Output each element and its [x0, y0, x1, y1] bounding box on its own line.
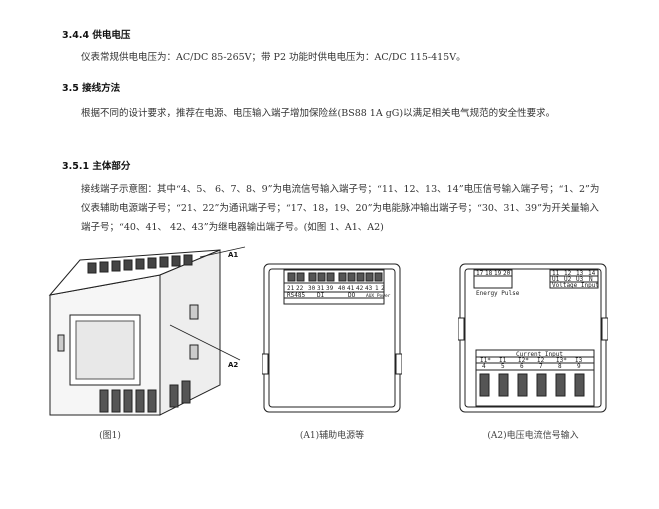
- meter-top-terminals: [88, 255, 192, 273]
- svg-text:8: 8: [558, 363, 562, 370]
- svg-text:2: 2: [381, 285, 385, 292]
- svg-text:1: 1: [375, 285, 379, 292]
- meter-bottom-terminals: [100, 381, 190, 412]
- a2-energy-block: [474, 270, 512, 288]
- svg-text:22: 22: [296, 285, 304, 292]
- section-text-3-5-1: 接线端子示意图：其中“4、5、 6、7、8、9”为电流信号输入端子号；“11、1…: [62, 180, 602, 237]
- callout-a1: A1: [228, 251, 238, 259]
- callout-a2: A2: [228, 361, 238, 369]
- svg-text:12: 12: [564, 270, 572, 277]
- figure-a2-caption: (A2)电压电流信号输入: [487, 431, 579, 441]
- section-heading-3-5-1: 3.5.1 主体部分: [62, 161, 131, 172]
- svg-text:20: 20: [503, 270, 511, 277]
- svg-text:17: 17: [476, 270, 484, 277]
- meter-side-face: [160, 250, 220, 415]
- svg-text:U1: U1: [552, 276, 560, 283]
- svg-text:41: 41: [347, 285, 355, 292]
- svg-text:9: 9: [577, 363, 581, 370]
- svg-text:30: 30: [308, 285, 316, 292]
- svg-text:6: 6: [520, 363, 524, 370]
- svg-text:AUX Power: AUX Power: [366, 293, 391, 299]
- svg-text:31: 31: [317, 285, 325, 292]
- svg-text:18: 18: [485, 270, 493, 277]
- a1-terminal-numbers: 21 22 30 31 39 40 41 42 43 1 2: [287, 285, 385, 292]
- svg-text:I2: I2: [537, 357, 545, 364]
- svg-text:43: 43: [365, 285, 373, 292]
- svg-text:U2: U2: [564, 276, 572, 283]
- svg-text:I1*: I1*: [480, 357, 491, 364]
- figure-1-caption: (图1): [99, 431, 121, 441]
- a2-voltage-label: Voltage Input: [552, 282, 599, 289]
- a2-current-label: Current Input: [516, 351, 563, 358]
- svg-text:40: 40: [338, 285, 346, 292]
- paragraph: 仪表常规供电电压为：AC/DC 85-265V；带 P2 功能时供电电压为：AC…: [81, 52, 466, 63]
- svg-text:13: 13: [576, 270, 584, 277]
- svg-text:5: 5: [501, 363, 505, 370]
- svg-text:DI: DI: [317, 292, 325, 299]
- svg-text:4: 4: [482, 363, 486, 370]
- svg-text:I3: I3: [575, 357, 583, 364]
- svg-text:21: 21: [287, 285, 295, 292]
- svg-text:42: 42: [356, 285, 364, 292]
- section-heading-3-5: 3.5 接线方法: [62, 83, 121, 94]
- paragraph: 根据不同的设计要求，推荐在电源、电压输入端子增加保险丝(BS88 1A gG)以…: [81, 108, 556, 119]
- a2-voltage-block: [550, 270, 598, 288]
- svg-text:I1: I1: [499, 357, 507, 364]
- svg-text:RS485: RS485: [287, 292, 305, 299]
- section-text-3-5: 根据不同的设计要求，推荐在电源、电压输入端子增加保险丝(BS88 1A gG)以…: [62, 104, 602, 123]
- figure-1-meter-drawing: A1 A2: [40, 245, 250, 425]
- svg-text:11: 11: [552, 270, 560, 277]
- section-text-3-4-4: 仪表常规供电电压为：AC/DC 85-265V；带 P2 功能时供电电压为：AC…: [62, 48, 602, 67]
- a2-energy-label: Energy Pulse: [476, 290, 520, 297]
- svg-text:I2*: I2*: [518, 357, 529, 364]
- svg-text:I3*: I3*: [556, 357, 567, 364]
- svg-text:14: 14: [588, 270, 596, 277]
- a2-current-screws: [480, 374, 584, 396]
- a1-screw-row: [288, 273, 382, 281]
- figure-a1-caption: (A1)辅助电源等: [299, 431, 365, 441]
- paragraph: 接线端子示意图：其中“4、5、 6、7、8、9”为电流信号输入端子号；“11、1…: [81, 184, 600, 233]
- svg-text:39: 39: [326, 285, 334, 292]
- svg-text:19: 19: [494, 270, 502, 277]
- a2-voltage-terminals: 11 12 13 14 U1 U2 U3 N: [552, 270, 596, 283]
- section-heading-3-4-4: 3.4.4 供电电压: [62, 30, 131, 41]
- svg-text:DO: DO: [348, 292, 356, 299]
- svg-text:N: N: [589, 276, 593, 283]
- a2-current-phase: I1* I1 I2* I2 I3* I3: [480, 357, 583, 364]
- a2-current-terminals: 4 5 6 7 8 9: [482, 363, 581, 370]
- a1-group-labels: RS485 DI DO AUX Power: [287, 292, 391, 299]
- figure-a2-rear-panel: 17 18 19 20 Energy Pulse 11 12 13 14 U1 …: [458, 262, 608, 414]
- a2-current-block: [476, 350, 594, 406]
- svg-text:7: 7: [539, 363, 543, 370]
- a1-outer-frame: [264, 264, 400, 412]
- figure-a1-rear-panel: 21 22 30 31 39 40 41 42 43 1 2 RS485 DI …: [262, 262, 402, 414]
- a2-energy-terminals: 17 18 19 20: [476, 270, 511, 277]
- svg-text:U3: U3: [576, 276, 584, 283]
